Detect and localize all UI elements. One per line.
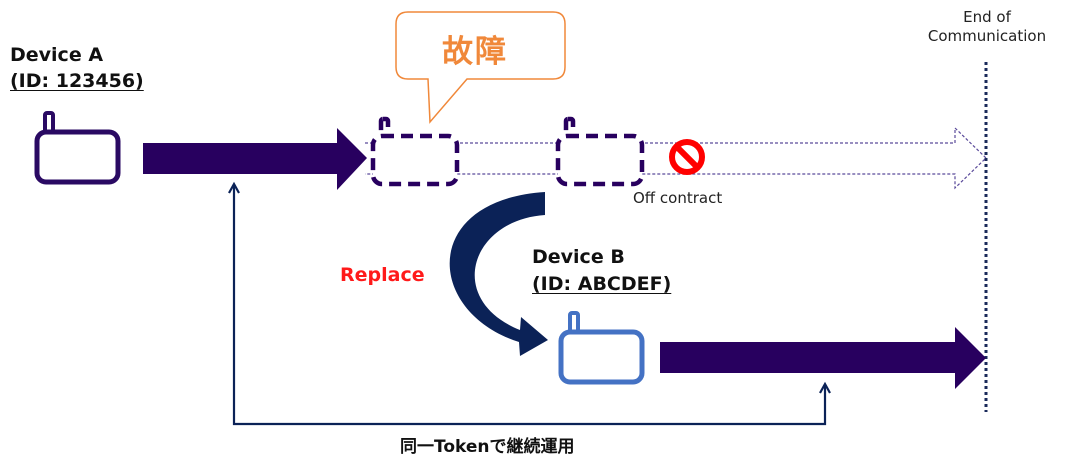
device-b-title: Device B — [532, 246, 625, 268]
device-b-id: (ID: ABCDEF) — [532, 273, 672, 295]
device-b-communication-arrow — [660, 327, 986, 389]
dashed-communication-arrow — [365, 126, 987, 190]
fault-callout-text: 故障 — [442, 34, 508, 70]
device-a-icon — [34, 111, 121, 185]
device-a-title: Device A — [10, 44, 104, 66]
faulty-device-icon — [370, 116, 460, 187]
off-contract-label: Off contract — [633, 189, 723, 207]
replace-label: Replace — [340, 264, 425, 286]
replace-curved-arrow — [449, 192, 548, 356]
token-continuity-label: 同一Tokenで継続運用 — [400, 437, 575, 457]
device-b-icon — [558, 311, 645, 385]
prohibited-icon — [669, 139, 705, 175]
end-label-line1: End of — [963, 8, 1011, 26]
token-continuity-connector — [228, 181, 831, 426]
fault-callout-bubble — [395, 11, 566, 124]
device-a-communication-arrow — [143, 128, 367, 190]
off-contract-device-icon — [555, 116, 645, 187]
device-a-id: (ID: 123456) — [10, 70, 144, 92]
end-label-line2: Communication — [927, 27, 1047, 45]
end-of-communication-label: End of Communication — [900, 8, 1074, 46]
